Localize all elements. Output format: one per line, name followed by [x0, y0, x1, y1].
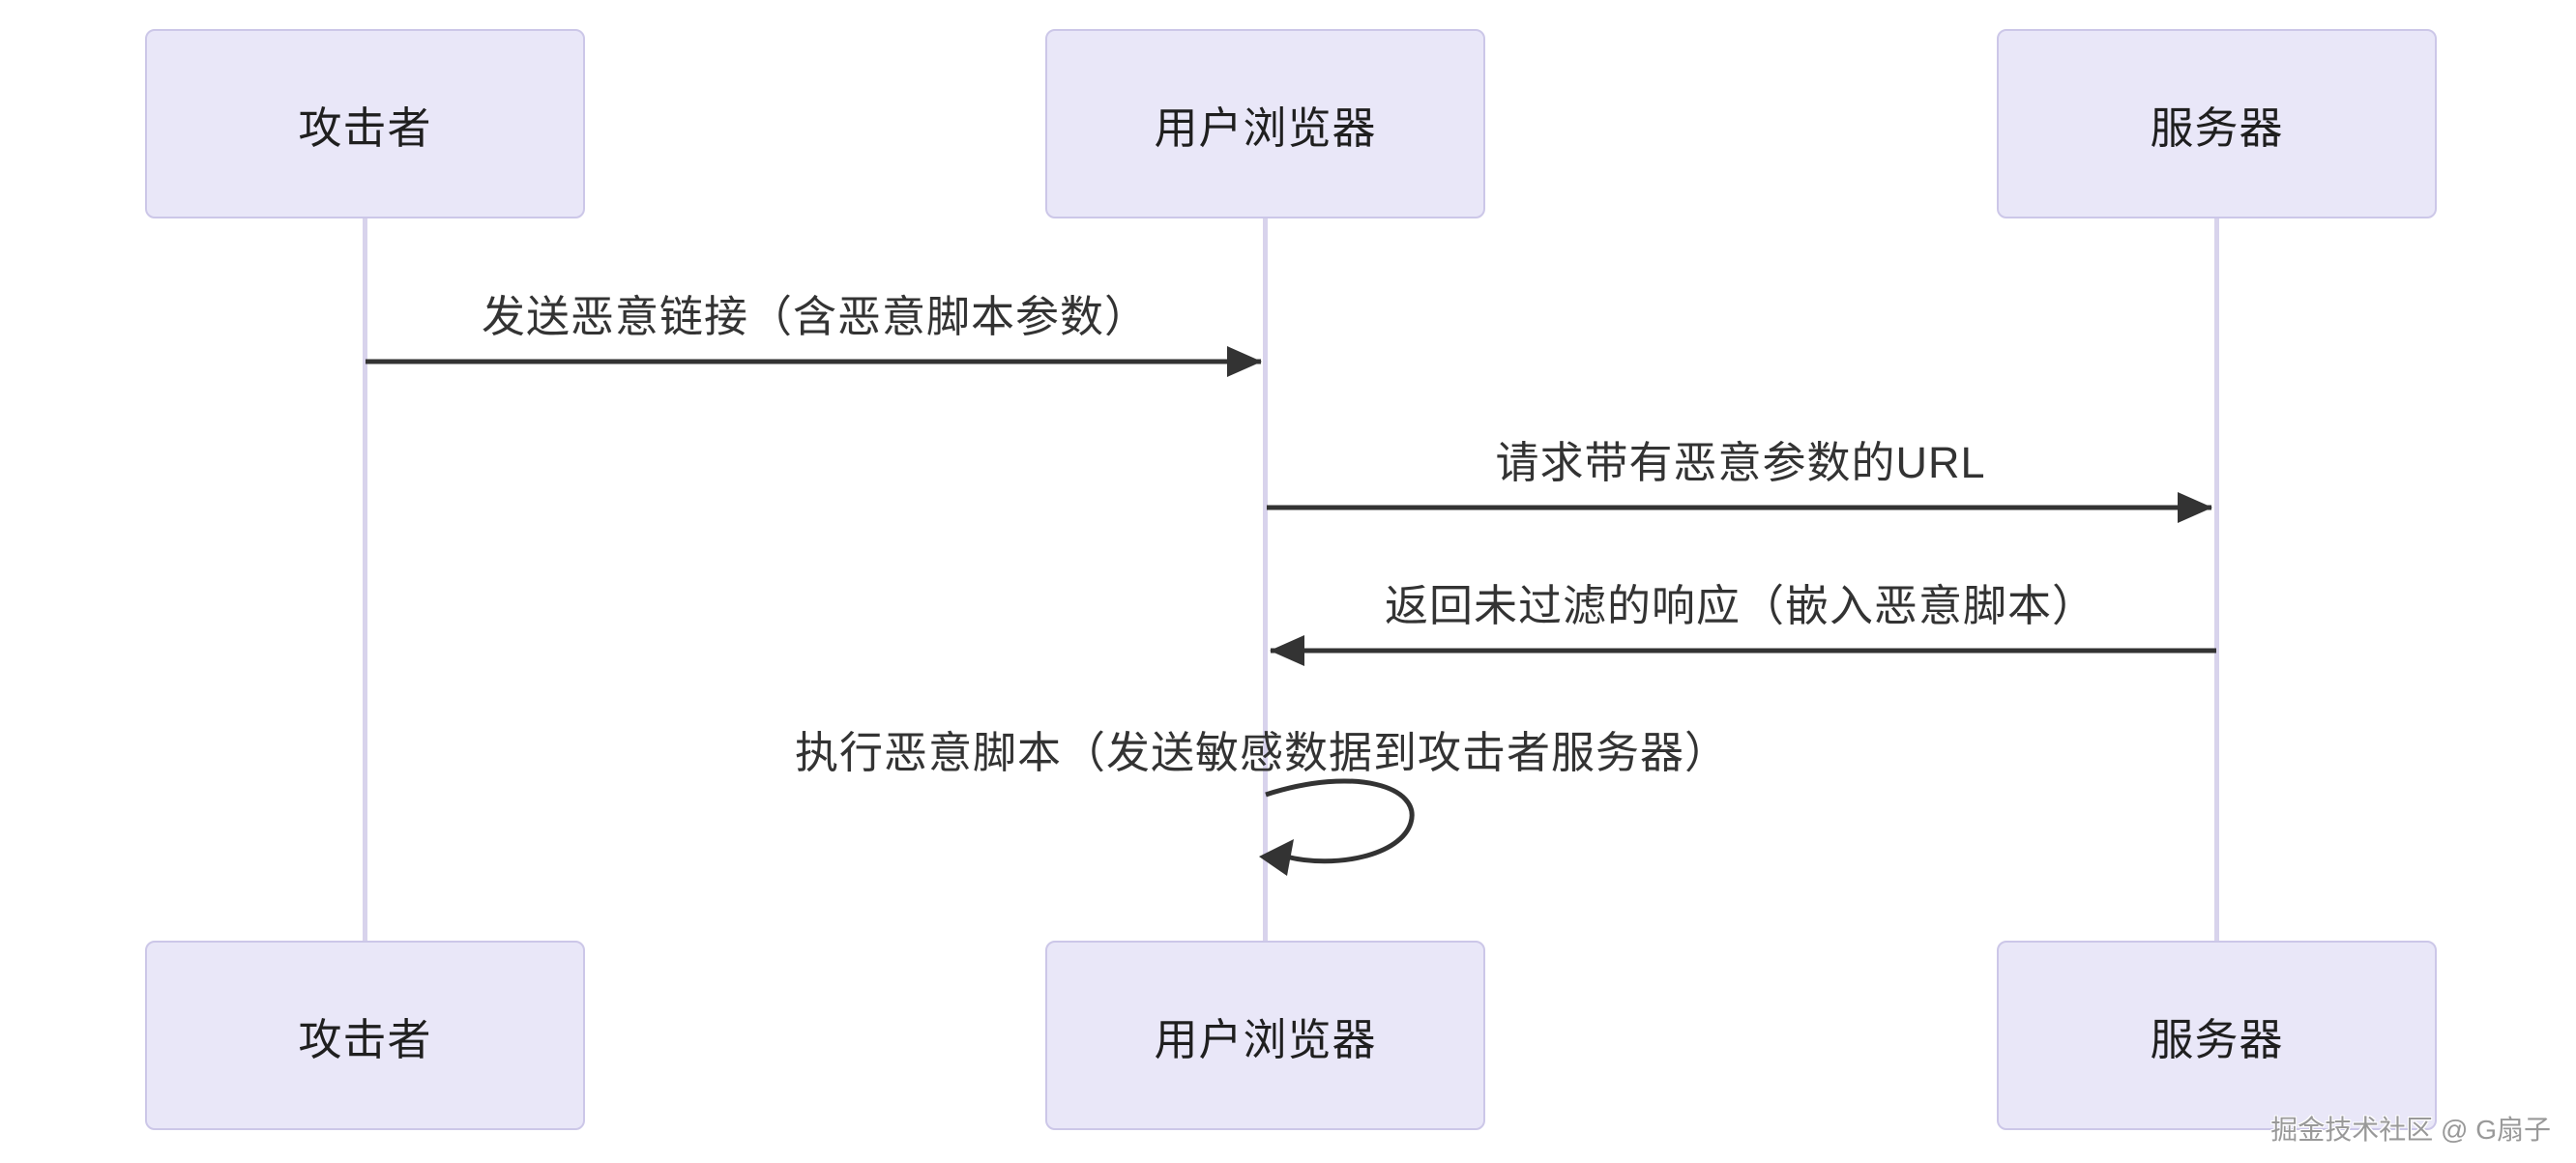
actor-box-browser-bottom: 用户浏览器 — [1045, 941, 1485, 1130]
actor-label: 用户浏览器 — [1154, 1014, 1377, 1064]
lifeline-attacker — [363, 218, 367, 942]
message-label-1: 发送恶意链接（含恶意脚本参数） — [481, 292, 1150, 341]
actor-label: 服务器 — [2150, 102, 2284, 153]
actor-label: 用户浏览器 — [1154, 102, 1377, 153]
actor-label: 攻击者 — [298, 102, 432, 153]
message-label-2: 请求带有恶意参数的URL — [1495, 438, 1986, 487]
actor-label: 攻击者 — [298, 1014, 432, 1064]
actor-box-browser-top: 用户浏览器 — [1045, 29, 1485, 218]
lifeline-server — [2214, 218, 2219, 942]
message-label-4: 执行恶意脚本（发送敏感数据到攻击者服务器） — [794, 728, 1730, 777]
actor-label: 服务器 — [2150, 1014, 2284, 1064]
actor-box-server-top: 服务器 — [1997, 29, 2437, 218]
actor-box-attacker-bottom: 攻击者 — [145, 941, 585, 1130]
watermark-credit: 掘金技术社区 @ G扇子 — [2270, 1115, 2551, 1145]
message-label-3: 返回未过滤的响应（嵌入恶意脚本） — [1384, 581, 2097, 630]
self-loop-arrow — [1265, 778, 1415, 864]
actor-box-server-bottom: 服务器 — [1997, 941, 2437, 1130]
actor-box-attacker-top: 攻击者 — [145, 29, 585, 218]
lifeline-browser — [1263, 218, 1268, 942]
